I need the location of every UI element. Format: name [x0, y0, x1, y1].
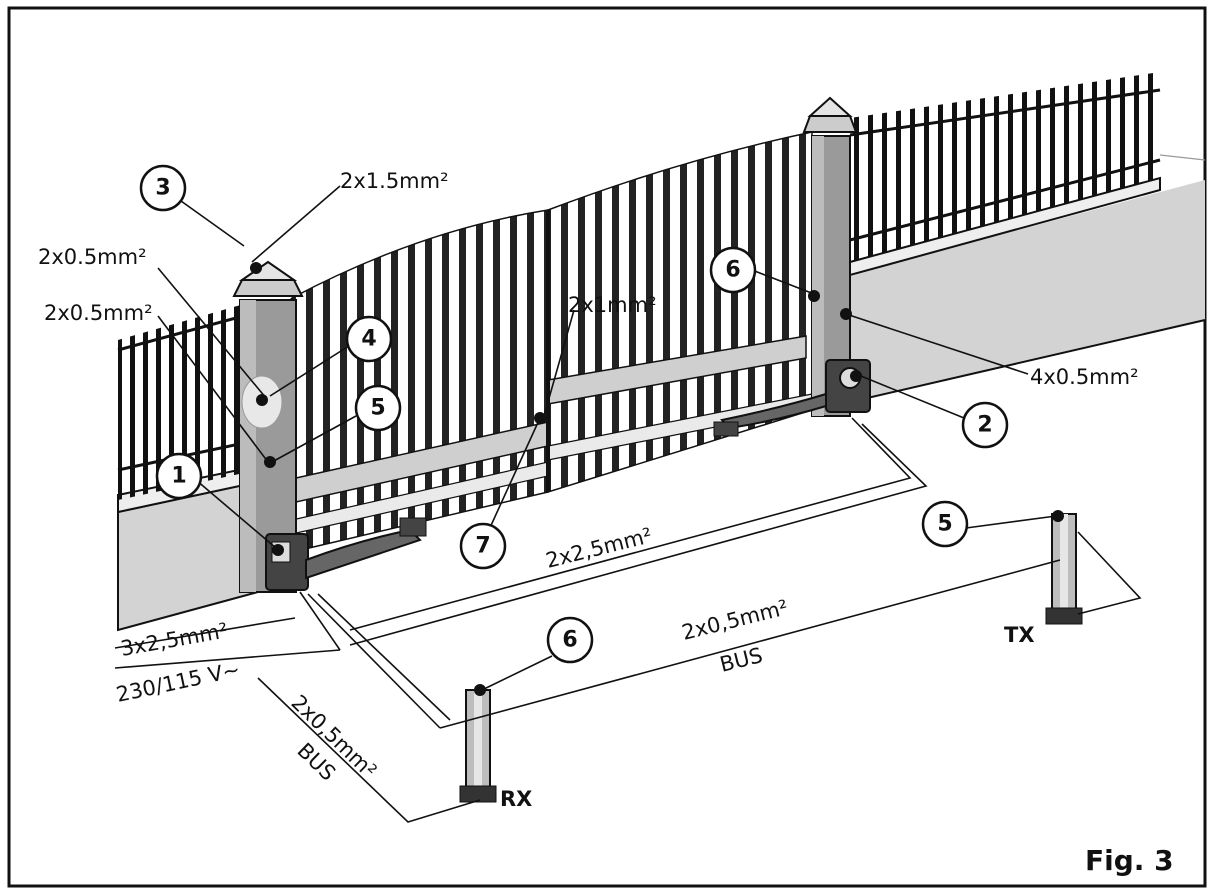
- gate-leaves: [290, 131, 813, 553]
- label-2x0-5mm-b: 2x0.5mm²: [44, 301, 153, 325]
- figure-label: Fig. 3: [1085, 844, 1174, 877]
- left-fence: [117, 300, 259, 632]
- callouts: 3 4 5 1 7 6 2 5 6: [139, 164, 1009, 664]
- label-rx: RX: [500, 787, 532, 811]
- callout-1: 1: [171, 464, 186, 489]
- label-2x1-5mm: 2x1.5mm²: [340, 169, 449, 193]
- callout-2: 2: [977, 413, 992, 438]
- callout-3: 3: [155, 176, 170, 201]
- tx-post: [1045, 513, 1083, 625]
- callout-6-rx: 6: [562, 628, 577, 653]
- right-fence: [849, 72, 1206, 403]
- cable-lines: [114, 417, 1142, 823]
- right-wall: [850, 180, 1205, 402]
- callout-6-pillar: 6: [725, 258, 740, 283]
- leader-lines: [157, 185, 1057, 691]
- label-tx: TX: [1004, 623, 1035, 647]
- label-2x1mm: 2x1mm²: [568, 293, 656, 317]
- label-4x0-5mm: 4x0.5mm²: [1030, 365, 1139, 389]
- connection-dots: [250, 262, 1064, 696]
- callout-5-tx: 5: [937, 512, 952, 537]
- label-2x0-5mm-a: 2x0.5mm²: [38, 245, 147, 269]
- callout-7: 7: [475, 534, 490, 559]
- callout-4: 4: [361, 327, 376, 352]
- rx-post: [459, 689, 497, 803]
- callout-5-lamp: 5: [370, 396, 385, 421]
